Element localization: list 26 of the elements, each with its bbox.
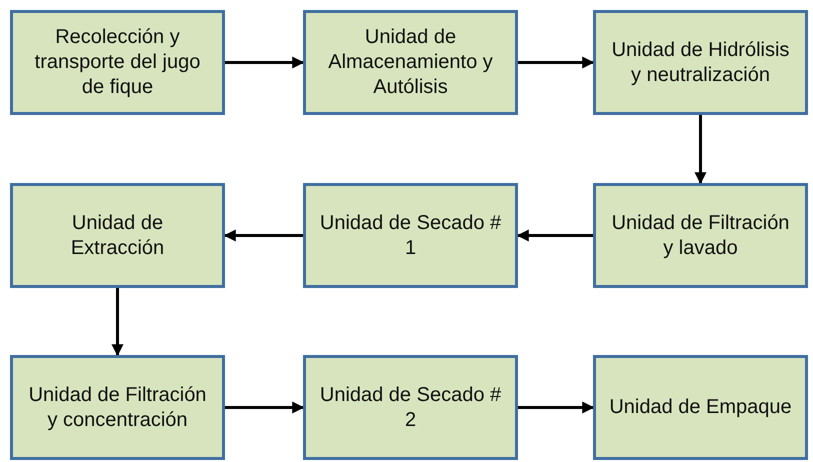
process-box — [593, 183, 808, 288]
box-label: Recolección y transporte del jugo de fique — [34, 25, 202, 100]
process-box — [593, 355, 808, 460]
box-label: Unidad de Secado # 2 — [318, 382, 502, 432]
arrow — [225, 402, 304, 414]
arrow — [224, 230, 303, 242]
box-label: Unidad de Almacenamiento y Autólisis — [327, 25, 494, 100]
box-label: Unidad de Extracción — [70, 210, 166, 260]
arrow — [516, 230, 593, 242]
process-box — [593, 10, 808, 115]
arrow — [112, 288, 124, 356]
box-label: Unidad de Empaque — [609, 395, 792, 420]
box-label: Unidad de Filtración y concentración — [28, 382, 208, 432]
process-box — [10, 10, 225, 115]
arrow — [518, 56, 594, 68]
arrow — [518, 402, 594, 414]
arrow — [694, 115, 706, 184]
box-label: Unidad de Secado # 1 — [318, 210, 502, 260]
process-box — [10, 183, 225, 288]
process-box — [303, 183, 518, 288]
process-box — [303, 355, 518, 460]
process-box — [10, 355, 225, 460]
process-box — [303, 10, 518, 115]
arrow — [225, 56, 304, 68]
box-label: Unidad de Hidrólisis y neutralización — [610, 38, 790, 88]
box-label: Unidad de Filtración y lavado — [610, 210, 790, 260]
